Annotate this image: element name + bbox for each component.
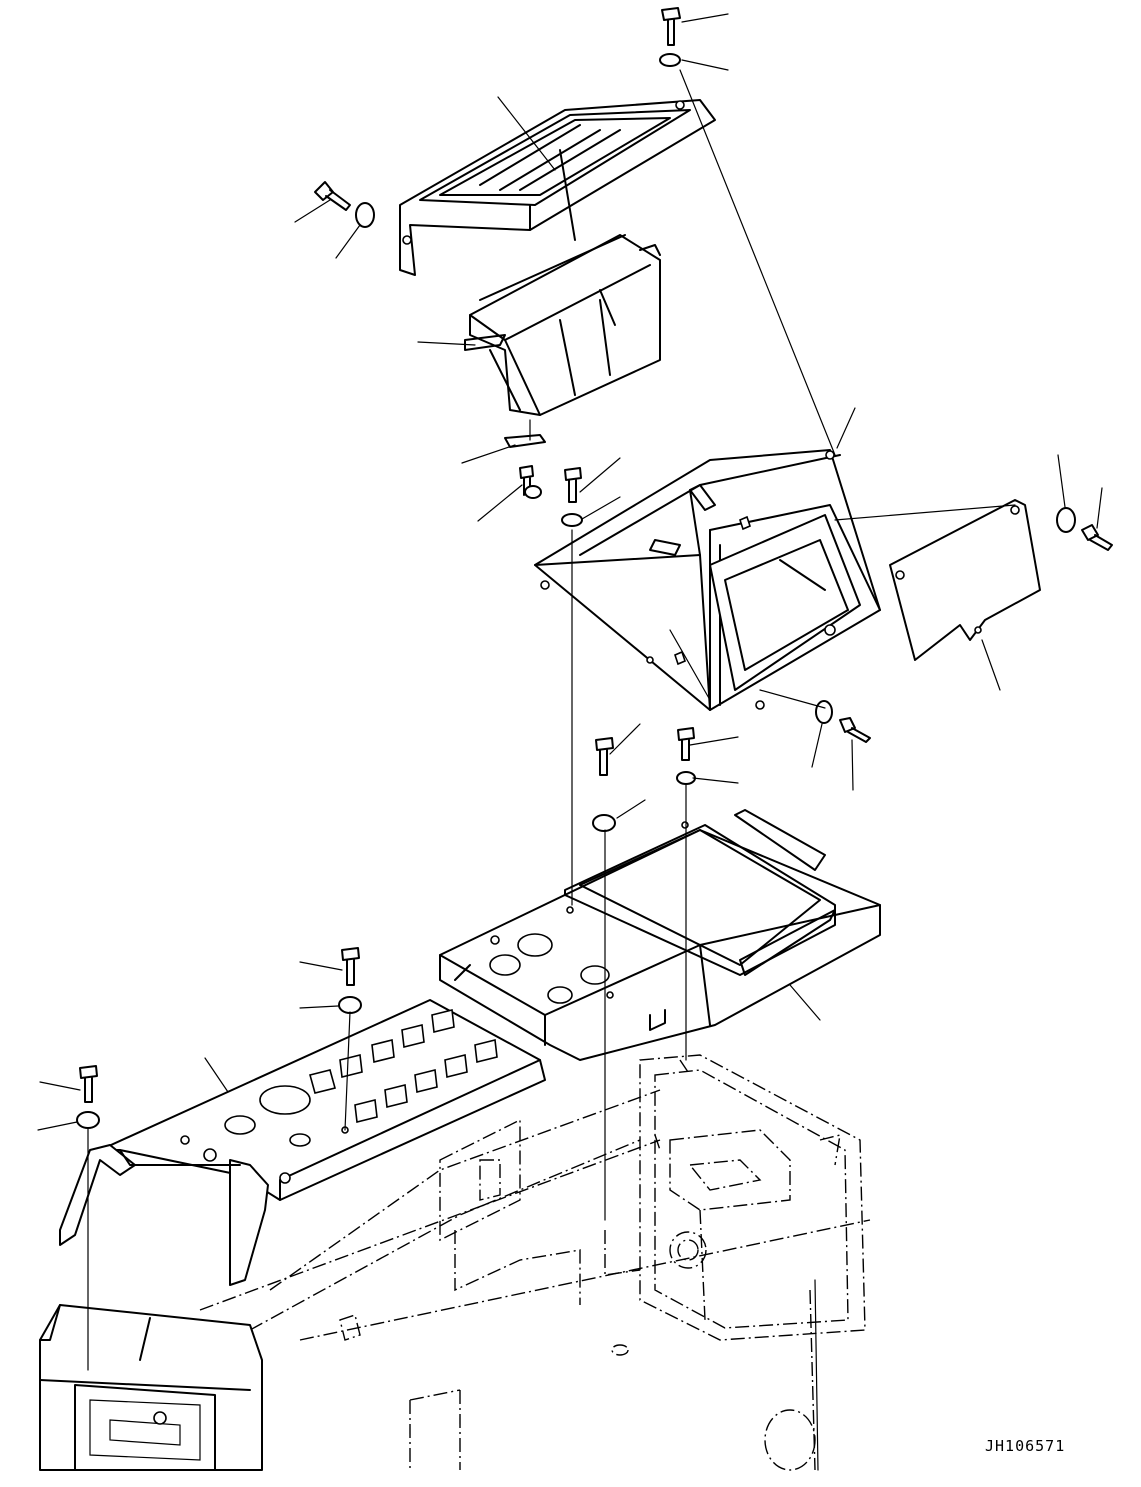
middle-bracket-plate bbox=[439, 809, 881, 1061]
base-housing-phantom bbox=[199, 1054, 871, 1471]
monitor-unit bbox=[464, 234, 661, 416]
top-frame-bezel bbox=[399, 99, 716, 276]
side-cover-plate bbox=[889, 499, 1041, 661]
leader-lines bbox=[37, 13, 1103, 1471]
upper-box-housing bbox=[534, 449, 881, 711]
front-cover-plate bbox=[59, 999, 546, 1286]
screws-and-washers bbox=[76, 7, 1113, 1129]
vent-slots bbox=[309, 1009, 498, 1123]
console-body bbox=[39, 1304, 263, 1471]
alignment-lines bbox=[87, 69, 1016, 1371]
small-bracket bbox=[504, 434, 546, 448]
drawing-id-label: JH106571 bbox=[985, 1437, 1066, 1455]
